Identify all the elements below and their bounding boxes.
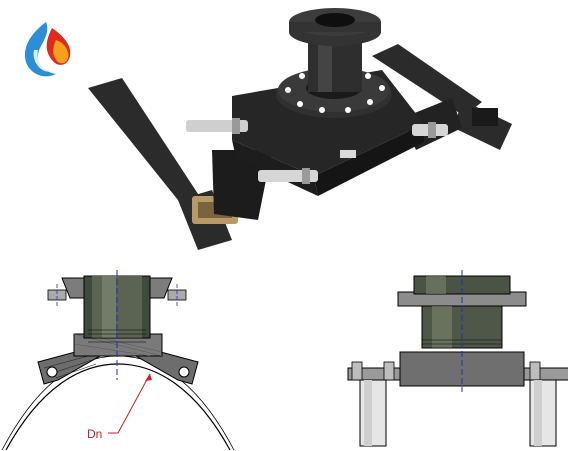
- branch-pipe: [289, 8, 381, 92]
- product-photo: [88, 8, 512, 250]
- dn-label: Dn: [87, 427, 103, 441]
- bolts: [186, 118, 448, 184]
- flame-drop-logo-icon: [24, 22, 71, 77]
- cross-section-drawing: [1, 270, 235, 451]
- elevation-drawing: [347, 270, 568, 447]
